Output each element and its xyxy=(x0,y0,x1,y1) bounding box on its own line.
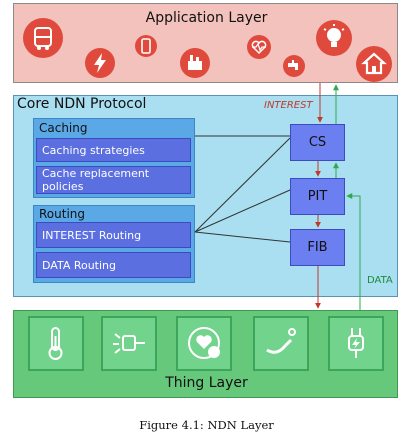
caching-strategies-box: Caching strategies xyxy=(36,138,191,162)
figure-caption: Figure 4.1: NDN Layer xyxy=(139,418,274,432)
cs-node: CS xyxy=(290,124,345,161)
routing-fib-line xyxy=(194,231,291,243)
cs-label: CS xyxy=(308,135,327,150)
data-routing-label: DATA Routing xyxy=(42,258,117,272)
thermometer-tile xyxy=(28,316,84,371)
pipe-icon xyxy=(266,328,296,354)
fib-label: FIB xyxy=(307,240,328,255)
lamp-tile xyxy=(101,316,157,371)
interest-label: INTEREST xyxy=(264,100,313,111)
lightning-icon xyxy=(85,48,115,78)
thermometer-icon xyxy=(48,327,63,360)
core-layer-title: Core NDN Protocol xyxy=(17,96,147,112)
data-routing-box: DATA Routing xyxy=(36,252,191,278)
caching-title: Caching xyxy=(39,121,88,135)
cache-replacement-label: Cache replacement policies xyxy=(42,167,150,193)
routing-cs-line xyxy=(194,137,291,233)
phone-icon xyxy=(135,35,157,57)
heart-monitor-icon xyxy=(247,35,271,59)
fib-node: FIB xyxy=(290,229,345,266)
pit-node: PIT xyxy=(290,178,345,215)
heart-check-tile xyxy=(176,316,232,371)
bus-icon xyxy=(23,18,63,58)
heart-check-icon xyxy=(188,327,220,359)
lamp-icon xyxy=(113,333,145,354)
routing-pit-line xyxy=(194,189,291,233)
interest-routing-box: INTEREST Routing xyxy=(36,222,191,248)
cache-replacement-box: Cache replacement policies xyxy=(36,166,191,194)
thing-layer-title: Thing Layer xyxy=(165,375,248,391)
factory-icon xyxy=(180,48,210,78)
data-thing-pit-arrow xyxy=(346,193,361,310)
plug-icon xyxy=(348,328,364,358)
pit-label: PIT xyxy=(307,189,328,204)
house-icon xyxy=(356,46,392,82)
routing-title: Routing xyxy=(39,207,86,221)
caching-strategies-label: Caching strategies xyxy=(42,143,145,157)
lightbulb-icon xyxy=(316,20,352,56)
application-layer-title: Application Layer xyxy=(145,10,268,26)
plug-tile xyxy=(328,316,384,371)
faucet-icon xyxy=(283,55,305,77)
pipe-tile xyxy=(253,316,309,371)
data-label: DATA xyxy=(367,275,393,286)
interest-routing-label: INTEREST Routing xyxy=(42,228,142,242)
